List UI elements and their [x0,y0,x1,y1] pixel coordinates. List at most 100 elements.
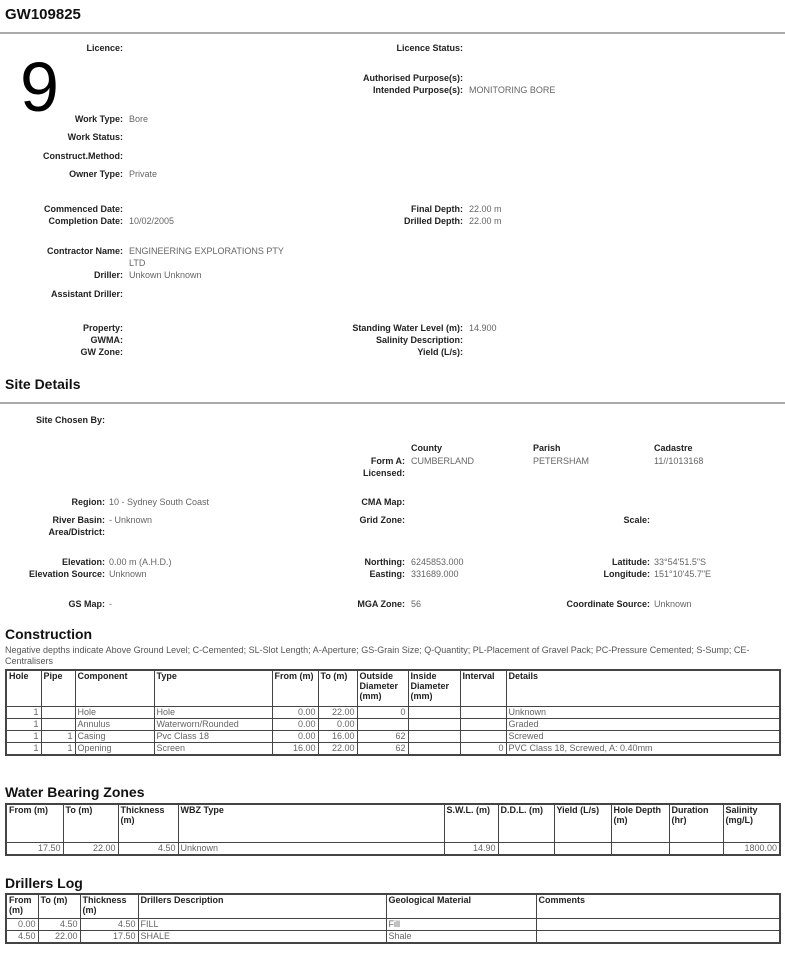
completion-date-label: Completion Date: [48,216,123,226]
table-cell: Annulus [74,717,155,731]
column-header: Hole Depth (m) [610,803,670,843]
grid-zone-label: Grid Zone: [359,515,406,525]
column-header: Geological Material [385,893,537,919]
column-header: Drillers Description [137,893,387,919]
column-header: Comments [535,893,781,919]
construction-heading: Construction [5,626,93,642]
northing-value: 6245853.000 [411,557,464,567]
licensed-label: Licensed: [362,468,405,478]
table-cell [407,741,461,755]
coordinate-source-value: Unknown [654,599,692,609]
table-cell: SHALE [137,929,387,943]
table-cell: 0.00 [5,917,39,931]
column-header: To (m) [62,803,119,843]
property-label: Property: [82,323,123,333]
column-header: Component [74,669,155,707]
table-cell [497,841,555,855]
table-cell: 0 [459,741,507,755]
divider [0,32,785,34]
standing-water-level-label: Standing Water Level (m): [352,323,463,333]
table-cell [610,841,670,855]
table-cell: 22.00 [62,841,119,855]
table-cell [407,705,461,719]
table-cell: 4.50 [117,841,179,855]
northing-label: Northing: [364,557,406,567]
table-cell: 1800.00 [722,841,781,855]
table-cell: 0 [356,705,409,719]
construction-table: Hole Pipe Component Type From (m) To (m)… [5,669,781,756]
table-cell: Screwed [505,729,781,743]
latitude-value: 33°54'51.5"S [654,557,707,567]
form-a-parish: PETERSHAM [533,456,590,466]
contractor-name-value-line2: LTD [129,258,146,268]
form-a-county: CUMBERLAND [411,456,475,466]
construction-note: Negative depths indicate Above Ground Le… [5,645,750,666]
column-header: Thickness (m) [117,803,179,843]
table-cell [668,841,724,855]
driller-value: Unkown Unknown [129,270,202,280]
table-cell [459,729,507,743]
driller-label: Driller: [93,270,123,280]
table-cell: 22.00 [317,741,358,755]
column-header: Yield (L/s) [553,803,612,843]
table-cell: Casing [74,729,155,743]
easting-label: Easting: [369,569,405,579]
contractor-name-value: ENGINEERING EXPLORATIONS PTY [129,246,284,256]
table-cell: 1 [40,741,76,755]
owner-type-value: Private [129,169,158,179]
river-basin-value: - Unknown [109,515,153,525]
column-header: Outside Diameter (mm) [356,669,409,707]
work-status-label: Work Status: [67,132,123,142]
mga-zone-value: 56 [411,599,422,609]
river-basin-label: River Basin: [52,515,105,525]
table-cell: 4.50 [79,917,139,931]
column-header: Type [153,669,273,707]
column-header: Duration (hr) [668,803,724,843]
longitude-label: Longitude: [603,569,651,579]
table-cell [40,705,76,719]
page-number: 9 [20,48,59,126]
owner-type-label: Owner Type: [69,169,123,179]
column-header: Hole [5,669,42,707]
table-header-row: Hole Pipe Component Type From (m) To (m)… [5,669,781,707]
column-header: To (m) [37,893,81,919]
table-cell: FILL [137,917,387,931]
table-cell: 1 [5,717,42,731]
column-header: Details [505,669,781,707]
table-cell: 62 [356,729,409,743]
table-cell: Unknown [177,841,445,855]
table-cell: 4.50 [37,917,81,931]
column-header: D.D.L. (m) [497,803,555,843]
table-cell: 1 [5,729,42,743]
table-cell: 17.50 [5,841,64,855]
column-header: Interval [459,669,507,707]
table-cell: 4.50 [5,929,39,943]
column-header: Inside Diameter (mm) [407,669,461,707]
completion-date-value: 10/02/2005 [129,216,175,226]
table-cell [553,841,612,855]
table-cell: Screen [153,741,273,755]
authorised-purpose-label: Authorised Purpose(s): [362,73,463,83]
column-header: Salinity (mg/L) [722,803,781,843]
table-cell: Hole [153,705,273,719]
column-header: Thickness (m) [79,893,139,919]
elevation-source-value: Unknown [109,569,147,579]
page-title: GW109825 [5,6,81,23]
intended-purpose-label: Intended Purpose(s): [372,85,463,95]
gwma-label: GWMA: [90,335,124,345]
column-header: From (m) [5,893,39,919]
table-cell [535,929,781,943]
table-cell [40,717,76,731]
table-cell: Fill [385,917,537,931]
commenced-date-label: Commenced Date: [43,204,123,214]
table-cell: 17.50 [79,929,139,943]
column-header: To (m) [317,669,358,707]
table-cell: 0.00 [271,717,319,731]
licence-status-label: Licence Status: [396,43,463,53]
